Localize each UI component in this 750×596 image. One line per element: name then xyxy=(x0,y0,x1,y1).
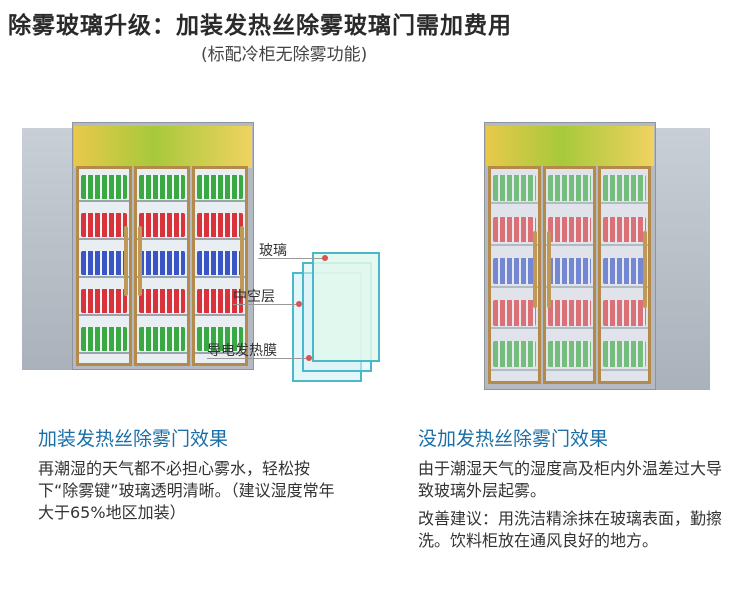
fridge-door xyxy=(134,166,190,366)
drink-shelf xyxy=(493,299,536,326)
drink-shelf xyxy=(81,327,127,351)
drink-shelf xyxy=(139,289,185,313)
door-handle xyxy=(533,231,537,308)
drink-shelf xyxy=(139,251,185,275)
drink-shelf xyxy=(139,175,185,199)
fridge-top-sign xyxy=(74,126,252,168)
drink-shelf xyxy=(197,175,243,199)
drink-shelf xyxy=(603,216,646,243)
left-section-title: 加装发热丝除雾门效果 xyxy=(38,428,229,450)
drink-shelf xyxy=(548,341,591,368)
door-handle xyxy=(240,226,244,296)
door-handle xyxy=(643,231,647,308)
page-title: 除雾玻璃升级：加装发热丝除雾玻璃门需加费用 xyxy=(8,13,512,39)
drink-shelf xyxy=(493,175,536,201)
glass-panel-front xyxy=(312,252,380,362)
left-section-text: 再潮湿的天气都不必担心雾水，轻松按下“除雾键”玻璃透明清晰。（建议湿度常年大于6… xyxy=(38,459,335,522)
door-handle xyxy=(124,226,128,296)
door-handle xyxy=(138,226,142,296)
fridge-door xyxy=(192,166,248,366)
pointer-dot xyxy=(322,255,328,261)
drink-shelf xyxy=(139,213,185,237)
drink-shelf xyxy=(81,213,127,237)
drink-shelf xyxy=(493,216,536,243)
fridge-door xyxy=(488,166,541,384)
drink-shelf xyxy=(197,213,243,237)
drink-shelf xyxy=(81,175,127,199)
drink-shelf xyxy=(81,251,127,275)
label-air-layer: 中空层 xyxy=(233,289,275,305)
door-handle xyxy=(547,231,551,308)
label-heating-film: 导电发热膜 xyxy=(207,343,277,359)
fridge-top-sign xyxy=(486,126,654,166)
drink-shelf xyxy=(603,258,646,284)
fridge-illustration-fogged xyxy=(484,122,710,390)
label-glass: 玻璃 xyxy=(259,243,287,259)
fridge-door xyxy=(598,166,651,384)
drink-shelf xyxy=(548,216,591,243)
drink-shelf xyxy=(493,341,536,368)
pointer-dot xyxy=(306,355,312,361)
right-section-title: 没加发热丝除雾门效果 xyxy=(418,428,609,450)
drink-shelf xyxy=(81,289,127,313)
fridge-illustration-defog xyxy=(22,122,254,370)
drink-shelf xyxy=(603,175,646,201)
right-section-text: 由于潮湿天气的湿度高及柜内外温差过大导致玻璃外层起雾。 xyxy=(418,459,723,500)
drink-shelf xyxy=(197,327,243,351)
drink-shelf xyxy=(548,175,591,201)
page-subtitle: (标配冷柜无除雾功能) xyxy=(201,45,368,65)
right-section-advice: 改善建议：用洗洁精涂抹在玻璃表面，勤擦洗。饮料柜放在通风良好的地方。 xyxy=(418,509,723,550)
drink-shelf xyxy=(603,341,646,368)
drink-shelf xyxy=(548,258,591,284)
drink-shelf xyxy=(603,299,646,326)
pointer-dot xyxy=(296,301,302,307)
drink-shelf xyxy=(139,327,185,351)
drink-shelf xyxy=(197,251,243,275)
drink-shelf xyxy=(197,289,243,313)
fridge-door xyxy=(76,166,132,366)
drink-shelf xyxy=(548,299,591,326)
drink-shelf xyxy=(493,258,536,284)
fridge-door xyxy=(543,166,596,384)
